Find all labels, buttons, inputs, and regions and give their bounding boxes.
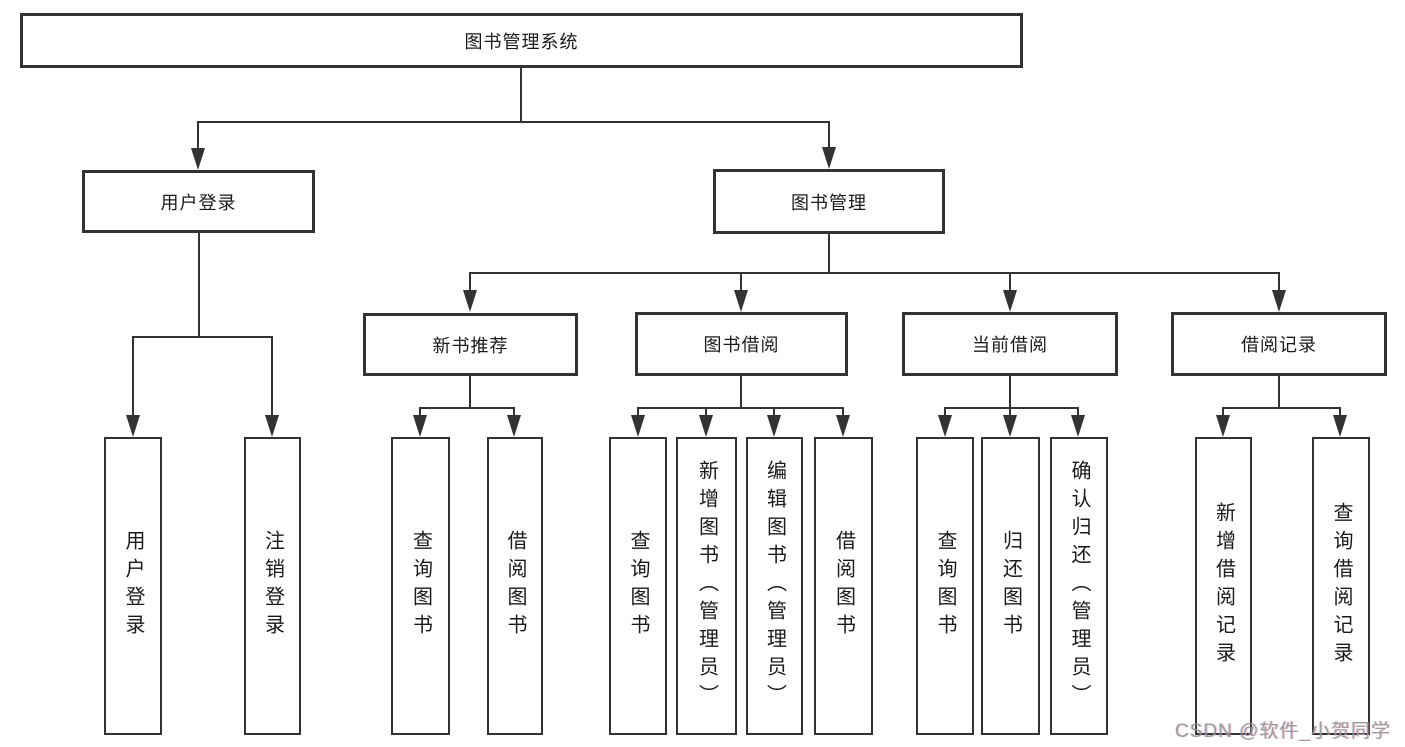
connector-root-vline (520, 68, 522, 121)
leaf-query-book-current-label: 查询图书 (934, 530, 956, 642)
node-book-management-label: 图书管理 (791, 192, 867, 213)
node-book-borrow: 图书借阅 (635, 312, 848, 376)
arrow-down-icon (734, 290, 748, 312)
arrow-down-icon (822, 147, 836, 169)
connector-recommend-vline (469, 376, 471, 407)
arrow-down-icon (938, 415, 952, 437)
arrow-down-icon (1272, 290, 1286, 312)
leaf-query-book-borrow: 查询图书 (609, 437, 667, 735)
node-user-login-label: 用户登录 (160, 192, 237, 213)
node-new-book-recommend-label: 新书推荐 (432, 335, 509, 356)
arrow-down-icon (463, 290, 477, 312)
leaf-query-book-current: 查询图书 (916, 437, 974, 735)
arrow-down-icon (767, 415, 781, 437)
connector-recommend-stem (419, 407, 421, 417)
connector-borrow-hline (637, 407, 844, 409)
connector-bookmgmt-stem (469, 272, 471, 291)
connector-recommend-hline (419, 407, 515, 409)
leaf-user-login-label: 用户登录 (122, 530, 144, 642)
arrow-down-icon (699, 415, 713, 437)
connector-bookmgmt-vline (828, 234, 830, 272)
root-node-library-system: 图书管理系统 (20, 13, 1023, 68)
connector-current-vline (1009, 376, 1011, 407)
leaf-return-book-label: 归还图书 (999, 530, 1022, 642)
connector-current-hline (944, 407, 1079, 409)
connector-userlogin-stem (271, 336, 273, 416)
connector-current-stem (1009, 407, 1011, 417)
connector-borrow-stem (637, 407, 639, 417)
connector-borrow-vline (740, 376, 742, 407)
leaf-confirm-return-admin: 确认归还（管理员） (1050, 437, 1108, 735)
connector-borrow-stem (705, 407, 707, 417)
arrow-down-icon (507, 415, 521, 437)
leaf-confirm-return-admin-label: 确认归还（管理员） (1068, 460, 1090, 712)
arrow-down-icon (1003, 290, 1017, 312)
node-borrow-records-label: 借阅记录 (1241, 335, 1317, 355)
arrow-down-icon (126, 415, 140, 437)
node-book-borrow-label: 图书借阅 (703, 335, 780, 355)
connector-root-right-stem (828, 121, 830, 148)
connector-current-stem (1077, 407, 1079, 417)
connector-bookmgmt-stem (1278, 272, 1280, 291)
leaf-logout-label: 注销登录 (261, 530, 284, 642)
leaf-add-book-admin: 新增图书（管理员） (676, 437, 737, 735)
arrow-down-icon (836, 415, 850, 437)
connector-records-hline (1222, 407, 1341, 409)
arrow-down-icon (265, 415, 279, 437)
node-current-borrow-label: 当前借阅 (972, 335, 1048, 355)
connector-root-left-stem (197, 121, 199, 149)
arrow-down-icon (1071, 415, 1085, 437)
arrow-down-icon (631, 415, 645, 437)
leaf-edit-book-admin-label: 编辑图书（管理员） (763, 460, 786, 712)
leaf-query-book-recommend: 查询图书 (391, 437, 450, 735)
csdn-watermark: CSDN @软件_小贺同学 (1175, 721, 1391, 742)
connector-borrow-stem (773, 407, 775, 417)
node-user-login: 用户登录 (82, 170, 315, 233)
connector-records-vline (1278, 376, 1280, 407)
leaf-logout: 注销登录 (244, 437, 301, 735)
connector-records-stem (1339, 407, 1341, 417)
node-borrow-records: 借阅记录 (1171, 312, 1387, 376)
connector-bookmgmt-stem (1009, 272, 1011, 291)
connector-current-stem (944, 407, 946, 417)
connector-root-hline (198, 121, 830, 123)
connector-bookmgmt-stem (740, 272, 742, 291)
leaf-user-login: 用户登录 (104, 437, 162, 735)
leaf-query-borrow-record: 查询借阅记录 (1312, 437, 1370, 735)
leaf-query-book-borrow-label: 查询图书 (627, 530, 649, 642)
arrow-down-icon (1216, 415, 1230, 437)
connector-recommend-stem (513, 407, 515, 417)
leaf-borrow-book: 借阅图书 (814, 437, 873, 735)
leaf-add-borrow-record: 新增借阅记录 (1195, 437, 1252, 735)
node-current-borrow: 当前借阅 (902, 312, 1118, 376)
arrow-down-icon (191, 148, 205, 170)
connector-records-stem (1222, 407, 1224, 417)
connector-userlogin-vline (198, 233, 200, 336)
root-node-label: 图书管理系统 (464, 31, 579, 52)
leaf-edit-book-admin: 编辑图书（管理员） (746, 437, 803, 735)
node-book-management: 图书管理 (713, 169, 945, 234)
node-new-book-recommend: 新书推荐 (363, 313, 578, 376)
connector-userlogin-hline (132, 336, 273, 338)
leaf-add-borrow-record-label: 新增借阅记录 (1212, 502, 1235, 670)
leaf-add-book-admin-label: 新增图书（管理员） (695, 460, 718, 712)
arrow-down-icon (1333, 415, 1347, 437)
arrow-down-icon (1003, 415, 1017, 437)
leaf-borrow-book-recommend-label: 借阅图书 (504, 530, 526, 642)
leaf-borrow-book-recommend: 借阅图书 (487, 437, 543, 735)
connector-userlogin-stem (132, 336, 134, 416)
leaf-return-book: 归还图书 (981, 437, 1040, 735)
leaf-query-book-recommend-label: 查询图书 (409, 530, 432, 642)
arrow-down-icon (413, 415, 427, 437)
leaf-borrow-book-label: 借阅图书 (832, 530, 855, 642)
connector-borrow-stem (842, 407, 844, 417)
connector-bookmgmt-hline (469, 272, 1280, 274)
leaf-query-borrow-record-label: 查询借阅记录 (1330, 502, 1352, 670)
